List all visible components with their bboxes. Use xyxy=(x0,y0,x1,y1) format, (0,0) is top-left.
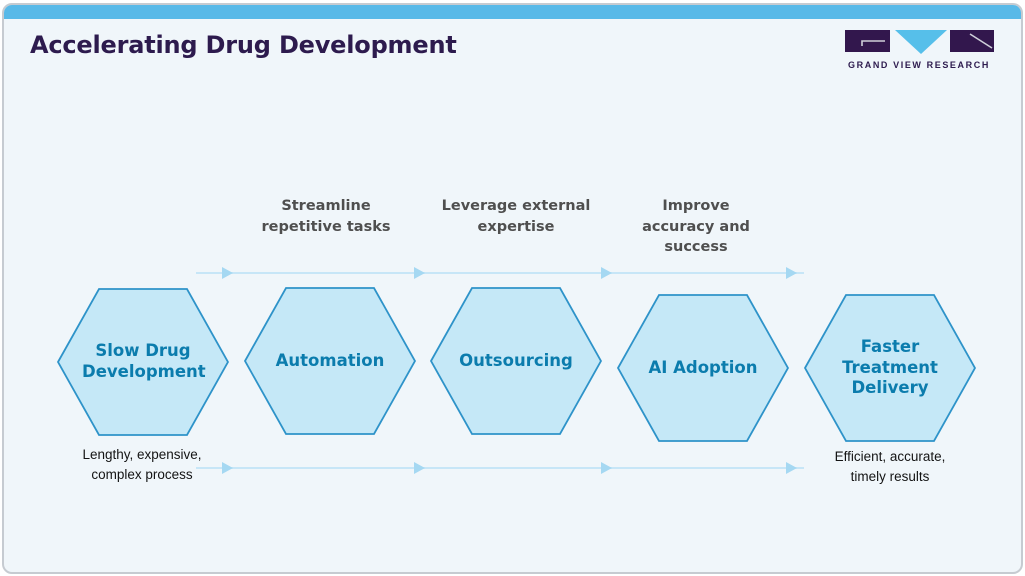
hexagon-shape xyxy=(57,288,229,436)
grand-view-research-logo: GRAND VIEW RESEARCH xyxy=(844,29,994,70)
top-flow-arrow-line xyxy=(196,267,804,279)
hexagon-outsourcing: Outsourcing xyxy=(430,287,602,435)
arrow-right-icon xyxy=(601,462,612,474)
hexagon-label: Outsourcing xyxy=(459,350,573,370)
stage-label-streamline: Streamline repetitive tasks xyxy=(261,198,391,235)
arrow-right-icon xyxy=(414,267,425,279)
logo-v-triangle-icon xyxy=(895,30,947,54)
arrow-right-icon xyxy=(601,267,612,279)
hexagon-shape xyxy=(244,287,416,435)
arrow-right-icon xyxy=(222,267,233,279)
stage-label-improve: Improve accuracy and success xyxy=(642,198,750,256)
top-accent-bar xyxy=(4,5,1021,19)
hexagon-faster-treatment-delivery: Faster Treatment Delivery xyxy=(804,294,976,442)
hexagon-automation: Automation xyxy=(244,287,416,435)
bottom-flow-arrow-line xyxy=(196,462,804,474)
page-title: Accelerating Drug Development xyxy=(30,31,457,59)
logo-r-block-icon xyxy=(950,30,994,52)
hexagon-slow-drug-development: Slow Drug Development xyxy=(57,288,229,436)
arrow-right-icon xyxy=(222,462,233,474)
hexagon-ai-adoption: AI Adoption xyxy=(617,294,789,442)
hexagon-label: Slow Drug Development xyxy=(82,341,206,381)
logo-marks xyxy=(844,29,994,55)
hexagon-label: Faster Treatment Delivery xyxy=(842,337,938,398)
hexagon-shape xyxy=(617,294,789,442)
arrow-right-icon xyxy=(786,267,797,279)
logo-g-block-icon xyxy=(845,30,890,52)
caption-faster-treatment-delivery: Efficient, accurate, timely results xyxy=(834,449,946,484)
stage-label-leverage: Leverage external expertise xyxy=(441,198,591,235)
caption-slow-drug-development: Lengthy, expensive, complex process xyxy=(82,447,202,482)
logo-wordmark: GRAND VIEW RESEARCH xyxy=(848,60,990,70)
infographic-card: Accelerating Drug Development GRAND VIEW… xyxy=(2,3,1023,574)
hexagon-shape xyxy=(804,294,976,442)
arrow-right-icon xyxy=(786,462,797,474)
hexagon-label: Automation xyxy=(275,350,385,370)
hexagon-shape xyxy=(430,287,602,435)
arrow-right-icon xyxy=(414,462,425,474)
hexagon-label: AI Adoption xyxy=(648,357,758,377)
